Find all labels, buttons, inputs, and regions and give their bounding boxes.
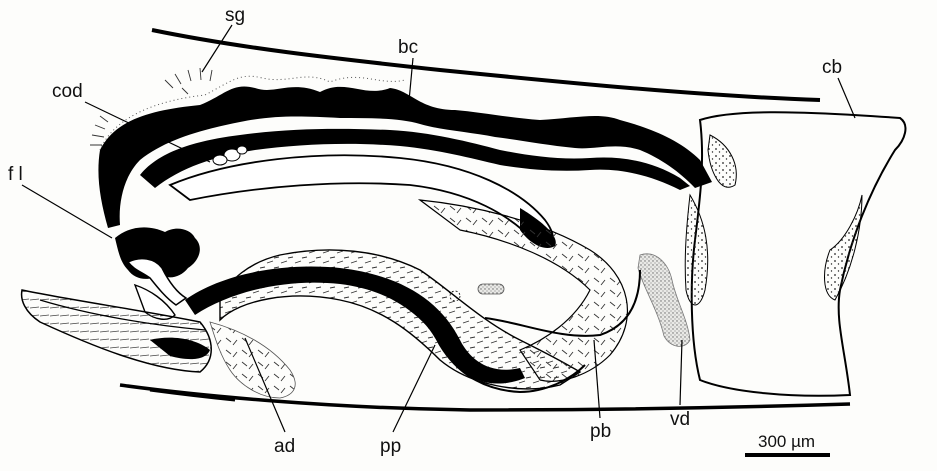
label-pp: pp (380, 437, 401, 456)
leader-vd (680, 340, 682, 405)
leader-pp (393, 345, 435, 432)
scale-bar-label: 300 µm (758, 432, 815, 452)
scale-bar (745, 453, 830, 457)
vas-deferens (638, 254, 690, 347)
label-bc: bc (398, 38, 418, 57)
leader-sg (202, 25, 232, 72)
label-cb: cb (822, 58, 842, 77)
anterior-folds (115, 227, 200, 319)
label-vd: vd (670, 410, 690, 429)
leader-cb (838, 78, 855, 118)
label-sg: sg (225, 6, 245, 25)
label-cod: cod (52, 82, 83, 101)
label-pb: pb (590, 422, 611, 441)
label-fl: f l (8, 165, 23, 184)
label-ad: ad (274, 437, 295, 456)
leader-fl (22, 185, 112, 238)
copulatory-bursa (685, 112, 905, 396)
